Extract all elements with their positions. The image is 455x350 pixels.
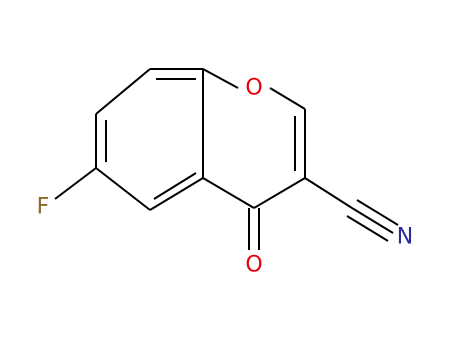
bond-cn-triple-3 [346,215,389,242]
bond-c8a-o1 [202,68,239,89]
bond-c5-c4a [149,177,204,211]
atom-label-fluorine: F [37,195,50,220]
atom-label-nitrogen: N [397,225,413,250]
bond-cn-triple-1 [351,207,394,234]
bonds [54,68,399,250]
bond-c3-cn [304,177,353,209]
bond-c4-c4a [202,177,255,209]
atom-label-carbonyl-oxygen: O [245,253,262,278]
bond-c6-f [54,167,97,200]
bond-c6-c5 [95,167,151,211]
bond-cn-triple-2 [356,199,399,226]
atom-label-ring-oxygen: O [245,76,262,101]
bond-o1-c2 [269,87,306,110]
bond-c3-c4 [253,177,306,209]
bond-c8-c7 [95,68,151,115]
bond-c5-c4a-inner [153,172,197,200]
